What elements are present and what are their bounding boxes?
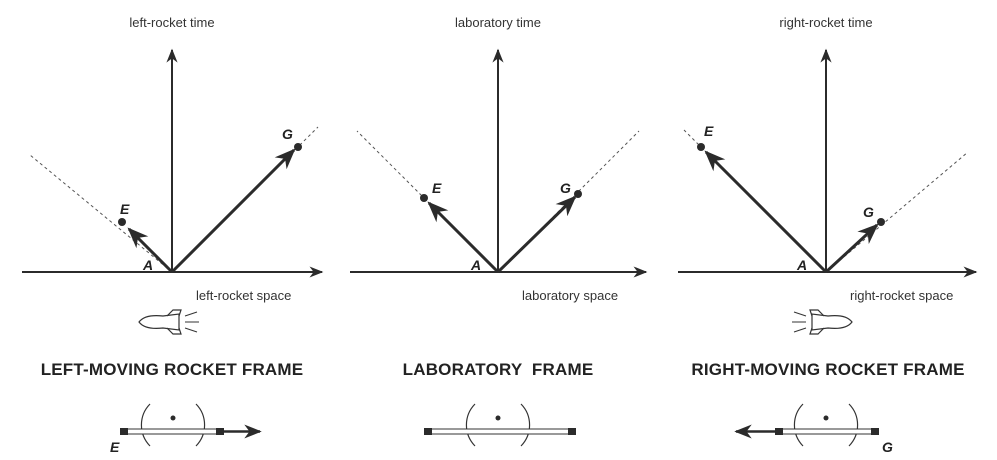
- origin-label: A: [142, 257, 153, 273]
- worldline-to-g: [824, 223, 879, 274]
- train-diagram: [424, 403, 576, 447]
- origin-label: A: [796, 257, 807, 273]
- light-ray-left: [29, 154, 173, 273]
- frame-title: RIGHT-MOVING ROCKET FRAME: [691, 360, 964, 379]
- panel-right-rocket-frame: right-rocket time right-rocket space A E…: [678, 15, 978, 455]
- event-e-dot: [697, 143, 705, 151]
- worldline-to-g: [170, 148, 296, 274]
- space-axis-label: right-rocket space: [850, 288, 953, 303]
- train-event-label: G: [882, 439, 893, 455]
- space-axis-label: laboratory space: [522, 288, 618, 303]
- worldline-to-e: [704, 150, 828, 274]
- time-axis-label: left-rocket time: [129, 15, 214, 30]
- worldline-to-e: [127, 227, 174, 274]
- event-g-label: G: [560, 180, 571, 196]
- event-e-label: E: [432, 180, 442, 196]
- event-e-dot: [420, 194, 428, 202]
- event-g-label: G: [282, 126, 293, 142]
- train-diagram: [734, 403, 879, 447]
- frame-title: LEFT-MOVING ROCKET FRAME: [41, 360, 304, 379]
- origin-label: A: [470, 257, 481, 273]
- panel-laboratory-frame: laboratory time laboratory space A E G L…: [350, 15, 648, 447]
- event-e-dot: [118, 218, 126, 226]
- event-e-label: E: [120, 201, 130, 217]
- rocket-icon: [138, 309, 199, 335]
- event-g-label: G: [863, 204, 874, 220]
- train-diagram: [120, 403, 262, 447]
- time-axis-label: laboratory time: [455, 15, 541, 30]
- time-axis-label: right-rocket time: [779, 15, 872, 30]
- space-axis-label: left-rocket space: [196, 288, 291, 303]
- event-g-dot: [574, 190, 582, 198]
- event-g-dot: [877, 218, 885, 226]
- event-g-dot: [294, 143, 302, 151]
- train-event-label: E: [110, 439, 120, 455]
- rocket-icon: [792, 309, 853, 335]
- frame-title: LABORATORY FRAME: [403, 360, 594, 379]
- panel-left-rocket-frame: left-rocket time left-rocket space A E G…: [22, 15, 324, 455]
- worldline-to-e: [427, 201, 500, 274]
- worldline-to-g: [496, 195, 577, 274]
- event-e-label: E: [704, 123, 714, 139]
